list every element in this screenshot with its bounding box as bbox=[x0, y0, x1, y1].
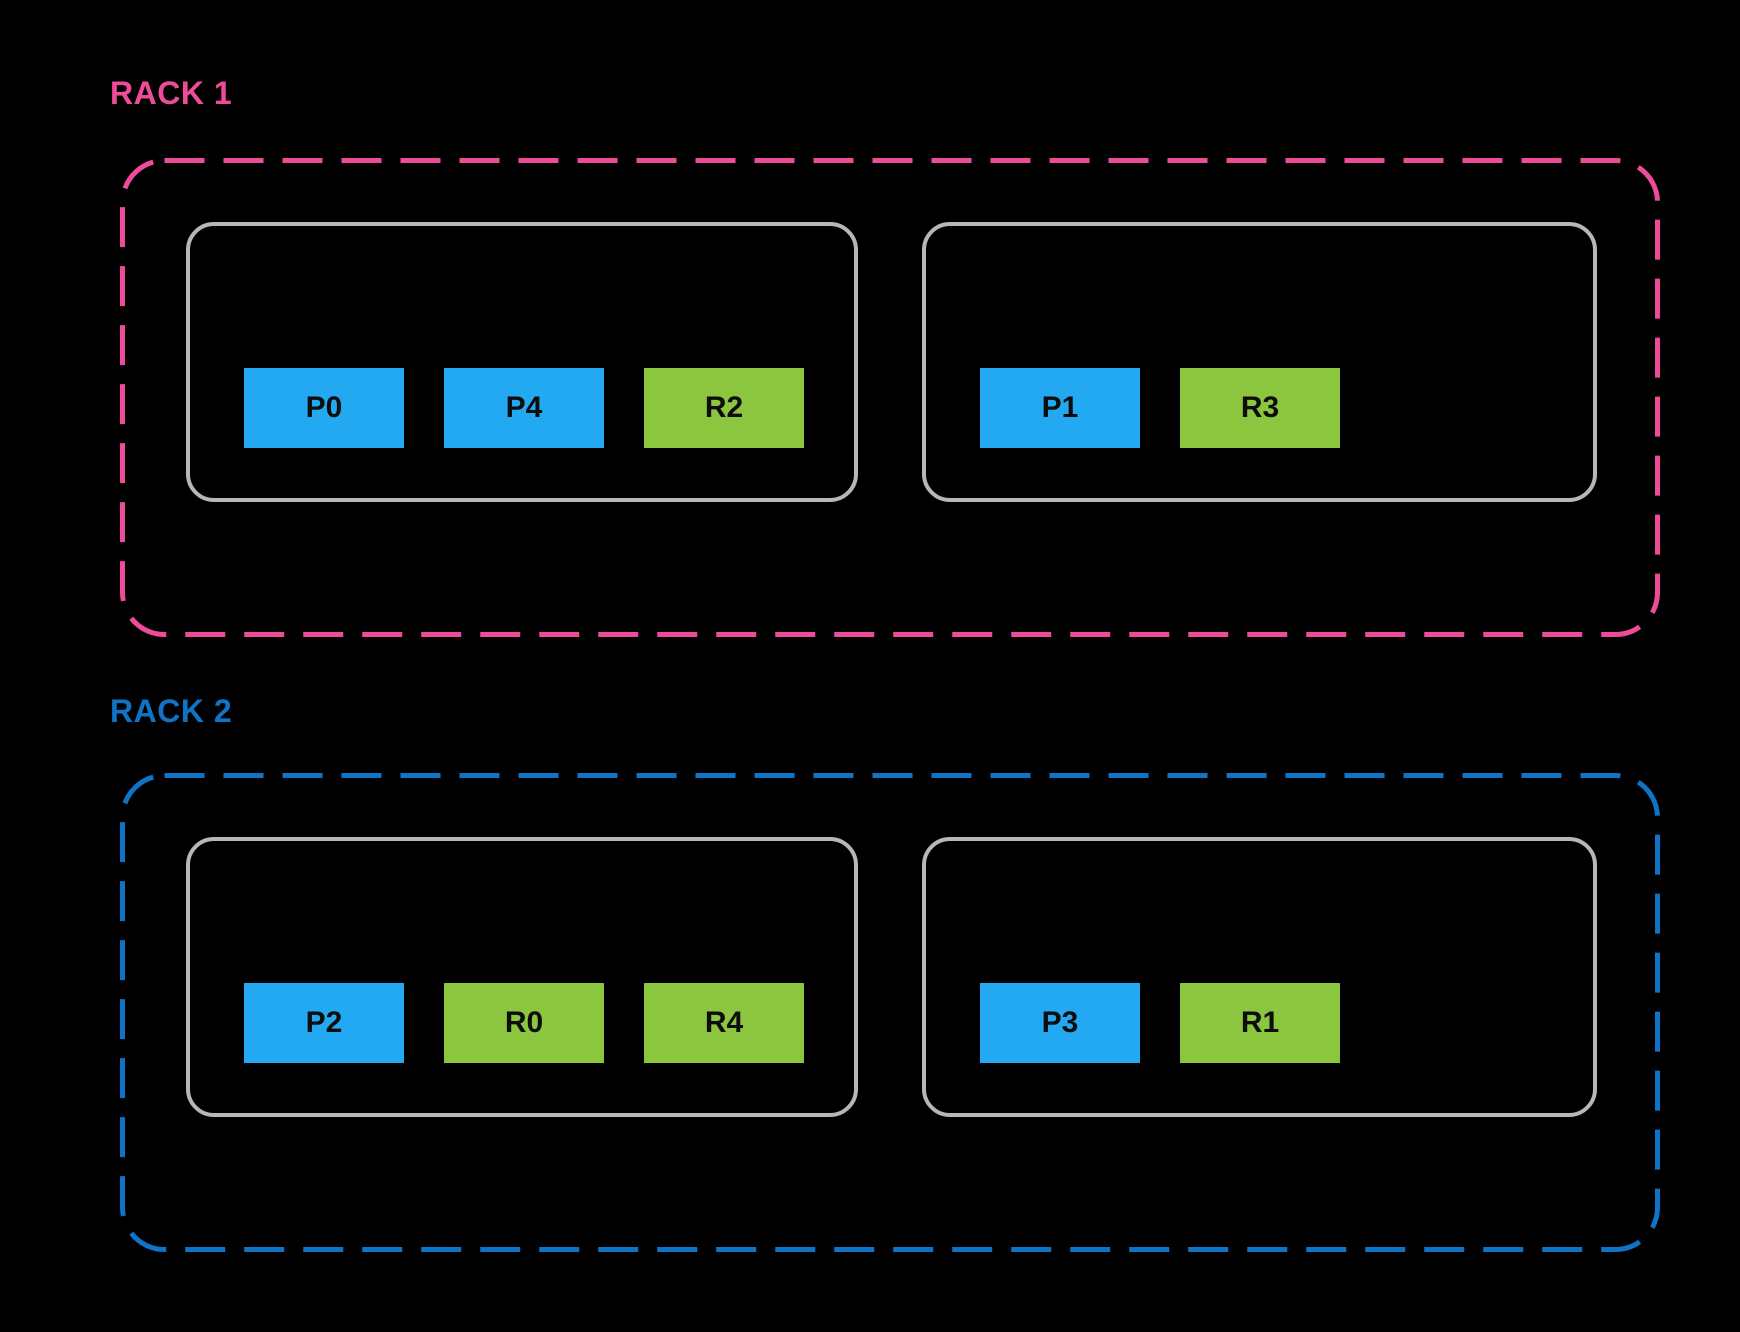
block-p4: P4 bbox=[444, 368, 604, 448]
host-box: P1 R3 bbox=[922, 222, 1597, 502]
host-box: P2 R0 R4 bbox=[186, 837, 858, 1117]
host-box: P0 P4 R2 bbox=[186, 222, 858, 502]
block-p3: P3 bbox=[980, 983, 1140, 1063]
block-r1: R1 bbox=[1180, 983, 1340, 1063]
block-r4: R4 bbox=[644, 983, 804, 1063]
host-box: P3 R1 bbox=[922, 837, 1597, 1117]
rack-2-label: RACK 2 bbox=[110, 693, 233, 729]
block-r3: R3 bbox=[1180, 368, 1340, 448]
rack-1-label: RACK 1 bbox=[110, 75, 233, 111]
block-r2: R2 bbox=[644, 368, 804, 448]
block-p0: P0 bbox=[244, 368, 404, 448]
block-p1: P1 bbox=[980, 368, 1140, 448]
block-r0: R0 bbox=[444, 983, 604, 1063]
rack-1-boundary bbox=[120, 158, 1660, 637]
rack-2-boundary bbox=[120, 773, 1660, 1252]
block-p2: P2 bbox=[244, 983, 404, 1063]
